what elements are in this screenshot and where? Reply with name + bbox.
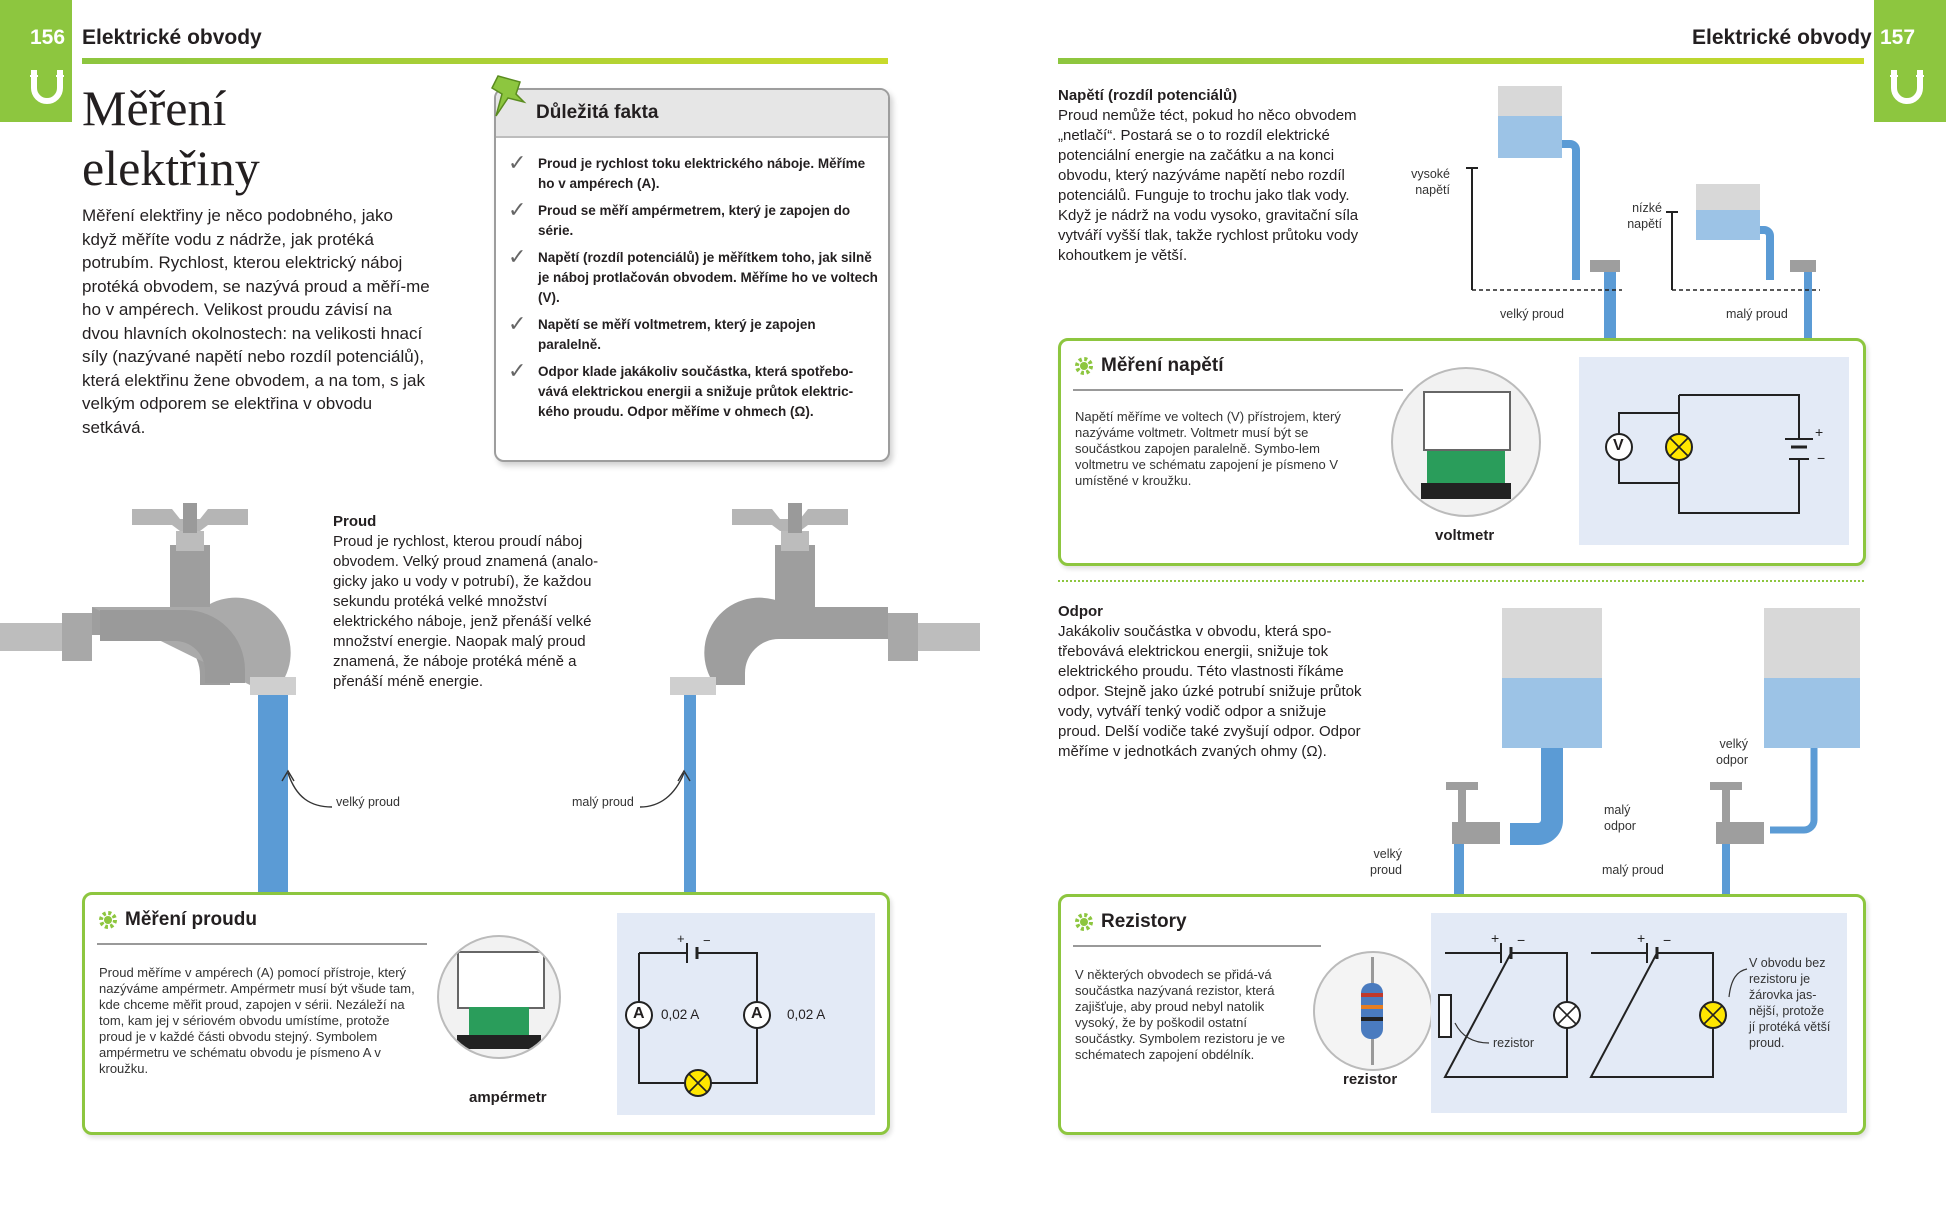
svg-text:+: + <box>1815 424 1823 440</box>
right-page-tab: 157 <box>1874 0 1946 122</box>
voltmeter-label: voltmetr <box>1435 527 1495 544</box>
ammeter-reading-1: 0,02 A <box>661 1007 700 1022</box>
svg-text:−: − <box>1663 932 1671 948</box>
mereni-napeti-text: Napětí měříme ve voltech (V) přístrojem,… <box>1075 409 1341 488</box>
svg-text:+: + <box>1637 930 1645 946</box>
title-underline <box>97 943 427 945</box>
title-underline <box>1073 389 1403 391</box>
pin-icon <box>491 75 527 117</box>
resistor-label: rezistor <box>1343 1071 1398 1088</box>
section-divider <box>1058 580 1864 582</box>
facts-header: Důležitá fakta <box>491 75 888 138</box>
ammeter-symbol-2: A <box>751 1005 763 1022</box>
label-high-voltage: vysoké napětí <box>1411 167 1450 197</box>
ammeter-symbol-1: A <box>633 1005 645 1022</box>
fact-item: Napětí (rozdíl potenciálů) je měřítkem t… <box>538 250 878 305</box>
left-page-number: 156 <box>30 26 66 49</box>
voltmeter-circuit-panel: + − V <box>1579 357 1849 545</box>
mereni-proudu-text: Proud měříme v ampérech (A) pomocí příst… <box>99 965 415 1076</box>
odpor-text: Jakákoliv součástka v obvodu, která spo-… <box>1058 623 1362 760</box>
left-header-rule <box>82 58 888 64</box>
magnet-icon <box>1890 70 1924 104</box>
facts-box: Důležitá fakta ✓ Proud je rychlost toku … <box>491 75 890 462</box>
right-header-rule <box>1058 58 1864 64</box>
voltmeter-symbol: V <box>1613 437 1624 454</box>
left-chapter-title: Elektrické obvody <box>82 26 262 49</box>
voltmeter-device <box>1391 367 1541 517</box>
mereni-proudu-box: Měření proudu Proud měříme v ampérech (A… <box>82 892 890 1135</box>
resistance-tanks-illustration <box>1446 608 1860 896</box>
circuit-diagram: + − <box>625 931 771 1097</box>
right-page-number: 157 <box>1880 26 1916 49</box>
ammeter-label: ampérmetr <box>469 1089 547 1106</box>
rezistory-text: V některých obvodech se přidá-vá součást… <box>1075 967 1285 1062</box>
magnet-icon <box>30 70 64 104</box>
napeti-text: Proud nemůže téct, pokud ho něco obvodem… <box>1058 107 1359 264</box>
label-big-resistance: velký odpor <box>1716 737 1748 767</box>
resistor-device <box>1313 951 1433 1071</box>
gear-icon <box>1075 357 1093 375</box>
resistor-circuit-panel: + − + − rezistor V obvodu bez rezistoru … <box>1431 913 1847 1113</box>
label-small-flow-resistance: malý proud <box>1602 863 1664 877</box>
label-small-flow-voltage: malý proud <box>1726 307 1788 321</box>
gear-icon <box>1075 913 1093 931</box>
label-big-flow-voltage: velký proud <box>1500 307 1564 321</box>
label-big-flow-resistance: velký proud <box>1370 847 1402 877</box>
title-underline <box>1073 945 1321 947</box>
ammeter-circuit-panel: + − A 0,02 A A 0,02 A <box>617 913 875 1115</box>
circuit-diagram: + − + − <box>1438 930 1748 1078</box>
left-page-tab: 156 <box>0 0 72 122</box>
rezistory-title: Rezistory <box>1101 911 1187 932</box>
proud-text: Proud je rychlost, kterou proudí náboj o… <box>333 533 599 690</box>
voltage-tanks-illustration <box>1466 86 1820 340</box>
mereni-proudu-title: Měření proudu <box>125 909 257 930</box>
facts-title: Důležitá fakta <box>536 102 659 123</box>
label-small-flow: malý proud <box>572 795 634 809</box>
right-chapter-title: Elektrické obvody <box>1692 26 1872 49</box>
svg-text:+: + <box>677 931 685 946</box>
intro-text: Měření elektřiny je něco podobného, jako… <box>82 206 430 437</box>
page-title: Měření elektřiny <box>82 78 442 198</box>
label-low-voltage: nízké napětí <box>1627 201 1662 231</box>
mereni-napeti-box: Měření napětí Napětí měříme ve voltech (… <box>1058 338 1866 566</box>
napeti-heading: Napětí (rozdíl potenciálů) <box>1058 87 1238 104</box>
resistor-symbol-label: rezistor <box>1493 1036 1534 1050</box>
ammeter-device <box>437 935 561 1059</box>
title-line-1: Měření <box>82 80 227 136</box>
proud-heading: Proud <box>333 513 377 530</box>
label-big-flow: velký proud <box>336 795 400 809</box>
check-icon: ✓ <box>508 311 527 336</box>
svg-text:−: − <box>703 933 711 948</box>
fact-item: Napětí se měří voltmetrem, který je zapo… <box>538 317 816 352</box>
check-icon: ✓ <box>508 197 527 222</box>
no-resistor-note: V obvodu bez rezistoru je žárovka jas-ně… <box>1749 956 1831 1050</box>
check-icon: ✓ <box>508 244 527 269</box>
circuit-diagram: + − <box>1605 394 1825 514</box>
odpor-heading: Odpor <box>1058 603 1103 620</box>
svg-text:−: − <box>1817 450 1825 466</box>
ammeter-reading-2: 0,02 A <box>787 1007 826 1022</box>
title-line-2: elektřiny <box>82 140 260 196</box>
svg-text:+: + <box>1491 930 1499 946</box>
label-small-resistance: malý odpor <box>1604 803 1636 833</box>
gear-icon <box>99 911 117 929</box>
check-icon: ✓ <box>508 358 527 383</box>
rezistory-box: Rezistory V některých obvodech se přidá-… <box>1058 894 1866 1135</box>
fact-item: Proud je rychlost toku elektrického nábo… <box>538 156 866 191</box>
fact-item: Proud se měří ampérmetrem, který je zapo… <box>538 203 851 238</box>
svg-text:−: − <box>1517 932 1525 948</box>
taps-illustration <box>0 503 980 895</box>
fact-item: Odpor klade jakákoliv součástka, která s… <box>538 364 854 419</box>
check-icon: ✓ <box>508 150 527 175</box>
mereni-napeti-title: Měření napětí <box>1101 355 1224 376</box>
